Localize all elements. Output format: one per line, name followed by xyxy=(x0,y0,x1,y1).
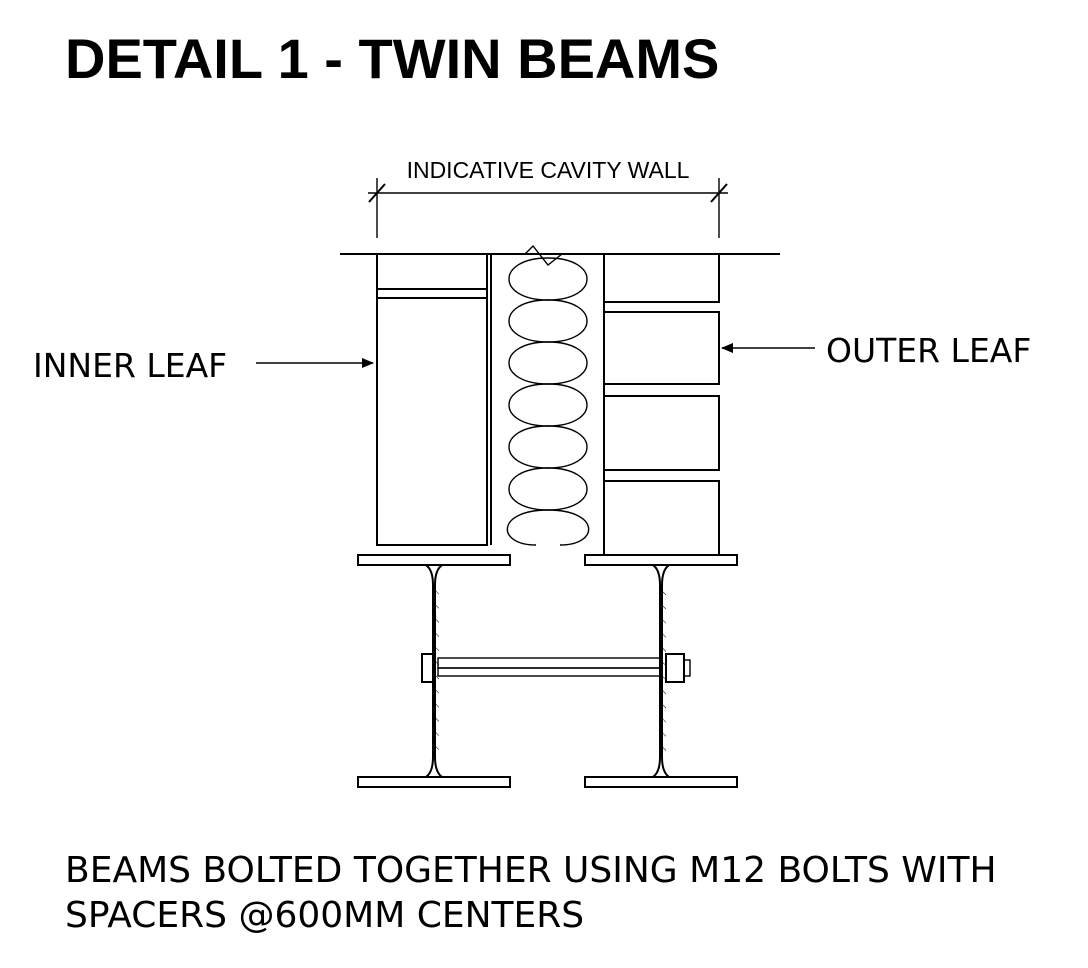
note-line-1: BEAMS BOLTED TOGETHER USING M12 BOLTS WI… xyxy=(65,850,997,891)
inner-leaf xyxy=(376,253,488,546)
cavity-wall-label: INDICATIVE CAVITY WALL xyxy=(407,157,690,183)
outer-leaf xyxy=(603,253,720,556)
inner-leaf-callout: INNER LEAF xyxy=(33,346,374,385)
note-line-2: SPACERS @600MM CENTERS xyxy=(65,895,584,936)
cavity-insulation xyxy=(490,244,605,546)
right-steel-beam xyxy=(584,554,738,788)
cavity-dimension: INDICATIVE CAVITY WALL xyxy=(368,157,728,238)
inner-leaf-label: INNER LEAF xyxy=(33,346,227,385)
page-title: DETAIL 1 - TWIN BEAMS xyxy=(65,27,719,90)
outer-leaf-label: OUTER LEAF xyxy=(826,331,1031,370)
m12-bolt-with-spacer xyxy=(421,653,691,683)
outer-leaf-callout: OUTER LEAF xyxy=(721,331,1031,370)
